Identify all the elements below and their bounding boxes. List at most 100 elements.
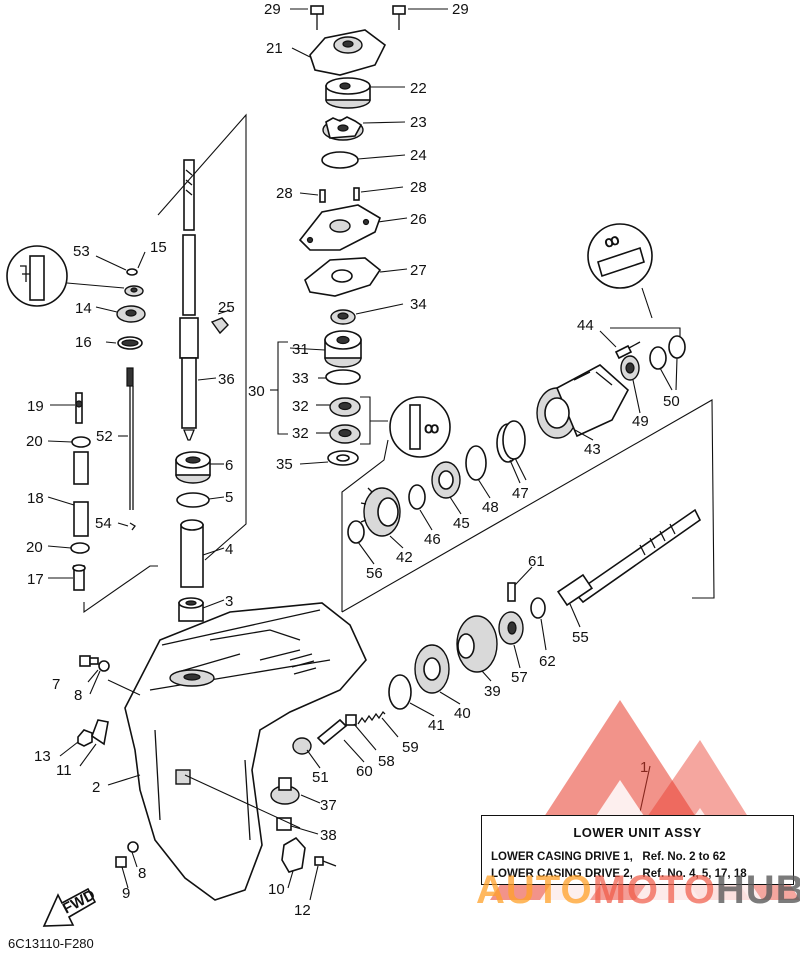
- gasket-8-lower: [127, 841, 139, 853]
- bearing-housing-43: [536, 364, 630, 439]
- callout-2: 2: [92, 779, 100, 796]
- dowel-pins-28: [319, 187, 360, 203]
- callout-6: 6: [225, 457, 233, 474]
- bracket-11: [91, 719, 109, 746]
- oil-seal-14: [116, 305, 146, 323]
- oil-seal-32b: [329, 424, 361, 444]
- propeller-shaft-55: [556, 508, 702, 607]
- legend-title: LOWER UNIT ASSY: [573, 825, 702, 840]
- tapered-bearing-45: [431, 461, 461, 499]
- nut-13: [77, 729, 93, 747]
- diagram-reference-code: 6C13110-F280: [8, 936, 94, 951]
- sealant-icon: ꝏ: [389, 396, 451, 458]
- callout-11: 11: [56, 762, 72, 779]
- grommet-17: [72, 564, 86, 591]
- housing-31: [324, 330, 362, 368]
- callout-54: 54: [95, 515, 112, 532]
- callout-50: 50: [663, 393, 680, 410]
- shim-41: [388, 674, 412, 710]
- callout-37: 37: [320, 797, 337, 814]
- screw-9: [115, 856, 127, 868]
- callout-19: 19: [27, 398, 44, 415]
- callout-5: 5: [225, 489, 233, 506]
- callout-55: 55: [572, 629, 589, 646]
- callout-34: 34: [410, 296, 427, 313]
- callout-42: 42: [396, 549, 413, 566]
- callout-61: 61: [528, 553, 545, 570]
- o-rings-47: [496, 420, 526, 463]
- callout-7: 7: [52, 676, 60, 693]
- callout-28b: 28: [410, 179, 427, 196]
- grommet-20a: [71, 436, 91, 448]
- callout-44: 44: [577, 317, 594, 334]
- bushing-15: [124, 285, 144, 297]
- outer-plate-26: [298, 204, 381, 251]
- spring-clip-62: [530, 597, 546, 619]
- legend-line-drive-1: LOWER CASING DRIVE 1, Ref. No. 2 to 62: [491, 851, 726, 863]
- bolt-44: [614, 341, 641, 360]
- callout-8a: 8: [74, 687, 82, 704]
- callout-13: 13: [34, 748, 51, 765]
- bushing-3: [178, 597, 204, 622]
- callout-29b: 29: [452, 1, 469, 18]
- watermark-part-1: AUTO: [476, 868, 593, 912]
- shim-56: [347, 520, 365, 544]
- anode-10: [281, 836, 306, 873]
- callout-53: 53: [73, 243, 90, 260]
- callout-29a: 29: [264, 1, 281, 18]
- shift-rod-cover-18: [73, 451, 89, 537]
- callout-30: 30: [248, 383, 265, 400]
- shift-cam-51: [292, 737, 312, 755]
- leader-lines: [47, 8, 678, 901]
- callout-40: 40: [454, 705, 471, 722]
- o-ring-53: [126, 268, 138, 276]
- tapered-bearing-40: [414, 644, 450, 694]
- callout-8b: 8: [138, 865, 146, 882]
- callout-45: 45: [453, 515, 470, 532]
- spring-59: [357, 710, 386, 725]
- pump-housing-21: [309, 29, 387, 76]
- callout-51: 51: [312, 769, 329, 786]
- bolt-29-left: [310, 5, 324, 30]
- callout-numbers: 1 2 3 4 5 6 7 8 8 9 10 11 12 13 14 15 16…: [26, 1, 680, 919]
- callout-27: 27: [410, 262, 427, 279]
- legend-line-drive-2: LOWER CASING DRIVE 2, Ref. No. 4, 5, 17,…: [491, 868, 747, 880]
- gear-37: [270, 777, 300, 805]
- callout-4: 4: [225, 541, 233, 558]
- gasket-27: [304, 257, 382, 297]
- callout-56: 56: [366, 565, 383, 582]
- callout-58: 58: [378, 753, 395, 770]
- watermark-part-3: HUB: [715, 868, 800, 912]
- callout-60: 60: [356, 763, 373, 780]
- callout-57: 57: [511, 669, 528, 686]
- gasket-8-upper: [98, 660, 110, 672]
- callout-39: 39: [484, 683, 501, 700]
- group-30-bracket: [270, 341, 288, 435]
- callout-20b: 20: [26, 539, 43, 556]
- callout-21: 21: [266, 40, 283, 57]
- callout-3: 3: [225, 593, 233, 610]
- lower-casing-2: [124, 602, 367, 901]
- callout-24: 24: [410, 147, 427, 164]
- callout-41: 41: [428, 717, 445, 734]
- clutch-dog-57: [498, 611, 524, 645]
- callout-35: 35: [276, 456, 293, 473]
- callout-25: 25: [218, 299, 235, 316]
- watermark-part-2: MOTO: [592, 868, 716, 912]
- clip-54: [129, 522, 136, 531]
- callout-16: 16: [75, 334, 92, 351]
- needle-bearing-49: [620, 355, 640, 381]
- assembly-legend: LOWER UNIT ASSY LOWER CASING DRIVE 1, Re…: [481, 815, 794, 885]
- callout-47: 47: [512, 485, 529, 502]
- sleeve-4: [180, 519, 204, 588]
- forward-gear-39: [456, 615, 498, 673]
- bolt-29-right: [392, 5, 406, 30]
- watermark-text: AUTOMOTOHUB: [476, 868, 800, 913]
- grease-icon: [6, 245, 68, 307]
- callout-22: 22: [410, 80, 427, 97]
- insert-cartridge-22: [325, 77, 371, 109]
- callout-9: 9: [122, 885, 130, 902]
- callout-10: 10: [268, 881, 285, 898]
- callout-59: 59: [402, 739, 419, 756]
- gasket-24: [321, 151, 359, 169]
